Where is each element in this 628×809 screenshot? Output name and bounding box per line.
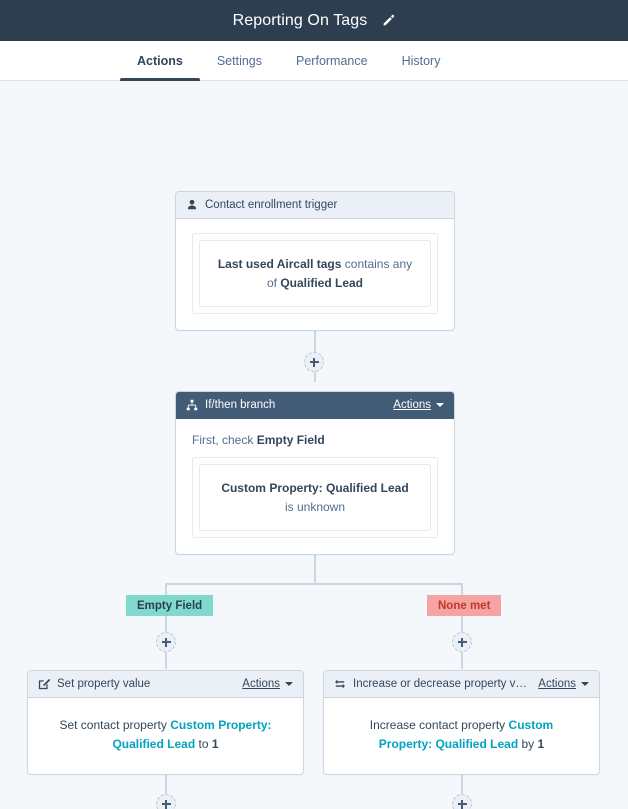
pencil-icon[interactable] xyxy=(381,14,395,28)
branch-card-title: If/then branch xyxy=(205,399,276,411)
left-action-property[interactable]: Custom Property: Qualified Lead xyxy=(112,718,272,752)
right-action-card-body: Increase contact property Custom Propert… xyxy=(324,698,599,774)
branch-condition-operator: is unknown xyxy=(284,499,346,514)
left-action-middle: to xyxy=(195,737,212,752)
branch-first-check-prefix: First, check xyxy=(192,433,257,447)
tab-actions-label: Actions xyxy=(137,53,183,68)
trigger-card-header: Contact enrollment trigger xyxy=(176,192,454,219)
connector-branch-down xyxy=(314,554,316,584)
right-action-middle: by xyxy=(518,737,538,752)
if-then-branch-card[interactable]: If/then branch Actions First, check Empt… xyxy=(175,391,455,556)
chevron-down-icon xyxy=(285,682,293,686)
chevron-down-icon xyxy=(436,403,444,407)
left-action-value: 1 xyxy=(211,737,219,752)
left-action-card-body: Set contact property Custom Property: Qu… xyxy=(28,698,303,774)
branch-first-check: First, check Empty Field xyxy=(192,433,438,447)
branch-condition-outer: Custom Property: Qualified Lead is unkno… xyxy=(192,457,438,539)
branch-condition: Custom Property: Qualified Lead is unkno… xyxy=(199,464,431,532)
tab-performance[interactable]: Performance xyxy=(279,41,385,80)
right-action-value: 1 xyxy=(537,737,545,752)
branch-first-check-name: Empty Field xyxy=(256,433,325,447)
add-step-button-right-2[interactable] xyxy=(452,794,472,809)
branch-label-none-met[interactable]: None met xyxy=(427,595,502,616)
branch-actions-menu[interactable]: Actions xyxy=(393,399,444,411)
tab-history-label: History xyxy=(401,53,441,68)
edit-square-icon xyxy=(38,678,50,690)
connector-branch-split xyxy=(166,583,463,585)
sitemap-icon xyxy=(186,399,198,411)
top-bar: Reporting On Tags xyxy=(0,0,628,41)
left-action-card-title: Set property value xyxy=(57,678,151,690)
left-action-description: Set contact property Custom Property: Qu… xyxy=(50,716,281,754)
tab-history[interactable]: History xyxy=(385,41,458,80)
left-action-prefix: Set contact property xyxy=(59,718,171,732)
right-action-description: Increase contact property Custom Propert… xyxy=(350,716,573,754)
right-action-property[interactable]: Custom Property: Qualified Lead xyxy=(378,718,554,752)
trigger-condition-property: Last used Aircall tags xyxy=(217,257,342,271)
left-action-actions-label: Actions xyxy=(242,678,280,690)
connector-left-to-end xyxy=(165,771,167,809)
tab-settings-label: Settings xyxy=(216,53,263,68)
page-title: Reporting On Tags xyxy=(232,11,368,29)
right-action-card-header: Increase or decrease property val… Actio… xyxy=(324,671,599,698)
branch-condition-property: Custom Property: Qualified Lead xyxy=(221,481,409,495)
tab-bar: Actions Settings Performance History xyxy=(0,41,628,81)
left-action-card-header: Set property value Actions xyxy=(28,671,303,698)
connector-right-to-end xyxy=(461,771,463,809)
right-action-actions-menu[interactable]: Actions xyxy=(538,678,589,690)
connector-left-branch xyxy=(165,583,167,669)
tab-settings[interactable]: Settings xyxy=(200,41,279,80)
trigger-condition-operator: contains any of xyxy=(266,257,413,290)
tab-actions[interactable]: Actions xyxy=(120,41,200,81)
right-action-card-title: Increase or decrease property val… xyxy=(353,678,532,690)
increase-decrease-property-card[interactable]: Increase or decrease property val… Actio… xyxy=(323,670,600,776)
add-step-button-1[interactable] xyxy=(304,352,324,372)
trigger-card-title: Contact enrollment trigger xyxy=(205,199,338,211)
connector-right-branch xyxy=(461,583,463,669)
contact-enrollment-trigger-card[interactable]: Contact enrollment trigger Last used Air… xyxy=(175,191,455,332)
trigger-condition-value: Qualified Lead xyxy=(280,275,364,290)
increase-decrease-icon xyxy=(334,678,346,690)
trigger-condition: Last used Aircall tags contains any of Q… xyxy=(199,240,431,308)
workflow-canvas: Empty Field None met Contact enrollment … xyxy=(0,81,628,809)
branch-actions-label: Actions xyxy=(393,399,431,411)
contact-person-icon xyxy=(186,199,198,211)
chevron-down-icon xyxy=(581,682,589,686)
branch-card-body: First, check Empty Field Custom Property… xyxy=(176,419,454,554)
add-step-button-right-1[interactable] xyxy=(452,632,472,652)
left-action-actions-menu[interactable]: Actions xyxy=(242,678,293,690)
set-property-value-card[interactable]: Set property value Actions Set contact p… xyxy=(27,670,304,776)
branch-label-empty-field[interactable]: Empty Field xyxy=(126,595,214,616)
trigger-condition-outer: Last used Aircall tags contains any of Q… xyxy=(192,233,438,315)
add-step-button-left-1[interactable] xyxy=(156,632,176,652)
tab-performance-label: Performance xyxy=(296,53,368,68)
right-action-actions-label: Actions xyxy=(538,678,576,690)
right-action-prefix: Increase contact property xyxy=(369,718,509,732)
branch-card-header: If/then branch Actions xyxy=(176,392,454,419)
trigger-card-body: Last used Aircall tags contains any of Q… xyxy=(176,219,454,330)
add-step-button-left-2[interactable] xyxy=(156,794,176,809)
